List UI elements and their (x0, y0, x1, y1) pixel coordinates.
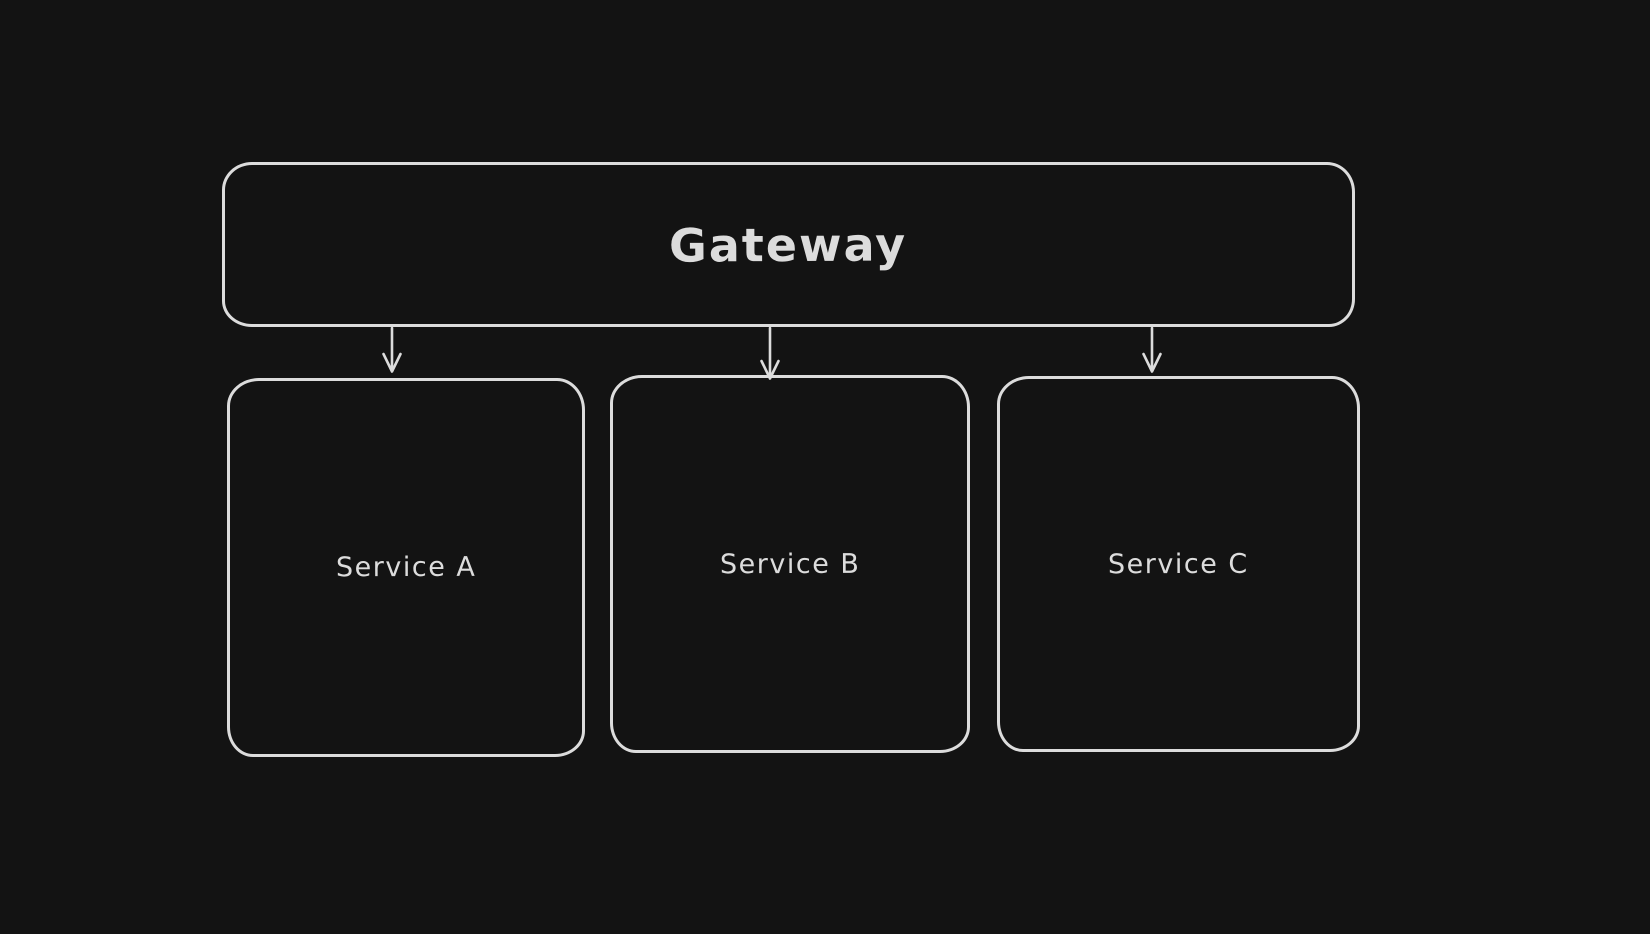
arrow-gateway-to-service-c[interactable] (1142, 326, 1162, 373)
arrow-gateway-to-service-a[interactable] (382, 326, 402, 373)
node-service-b-label: Service B (719, 548, 861, 580)
node-service-a[interactable]: Service A (227, 378, 585, 757)
node-service-c-label: Service C (1108, 548, 1249, 580)
arrow-gateway-to-service-b[interactable] (760, 326, 780, 380)
node-gateway[interactable]: Gateway (222, 162, 1355, 327)
node-gateway-label: Gateway (669, 216, 908, 273)
node-service-a-label: Service A (335, 551, 477, 584)
node-service-b[interactable]: Service B (610, 375, 970, 753)
node-service-c[interactable]: Service C (997, 376, 1360, 752)
